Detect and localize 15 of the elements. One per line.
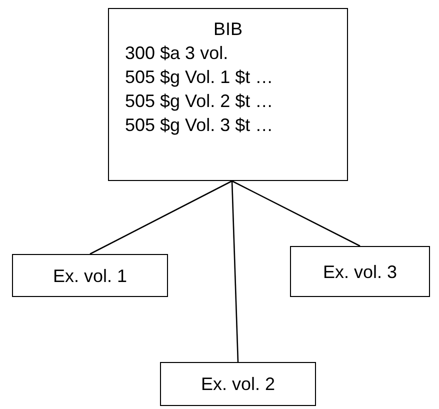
connector-line	[231, 180, 239, 362]
item-box	[12, 254, 168, 297]
field-line: 300 $a 3 vol.	[124, 42, 228, 65]
item-box	[160, 362, 316, 406]
item-label: Ex. vol. 1	[52, 264, 128, 288]
field-line: 505 $g Vol. 3 $t …	[124, 114, 274, 137]
field-line: 505 $g Vol. 1 $t …	[124, 66, 274, 89]
item-box	[290, 246, 430, 297]
item-label: Ex. vol. 2	[200, 373, 276, 396]
field-line: 505 $g Vol. 2 $t …	[124, 90, 274, 113]
connector-line	[90, 180, 232, 255]
record-box	[108, 8, 348, 181]
connector-line	[232, 180, 360, 247]
record-heading: BIB	[213, 18, 242, 41]
item-label: Ex. vol. 3	[322, 260, 398, 284]
